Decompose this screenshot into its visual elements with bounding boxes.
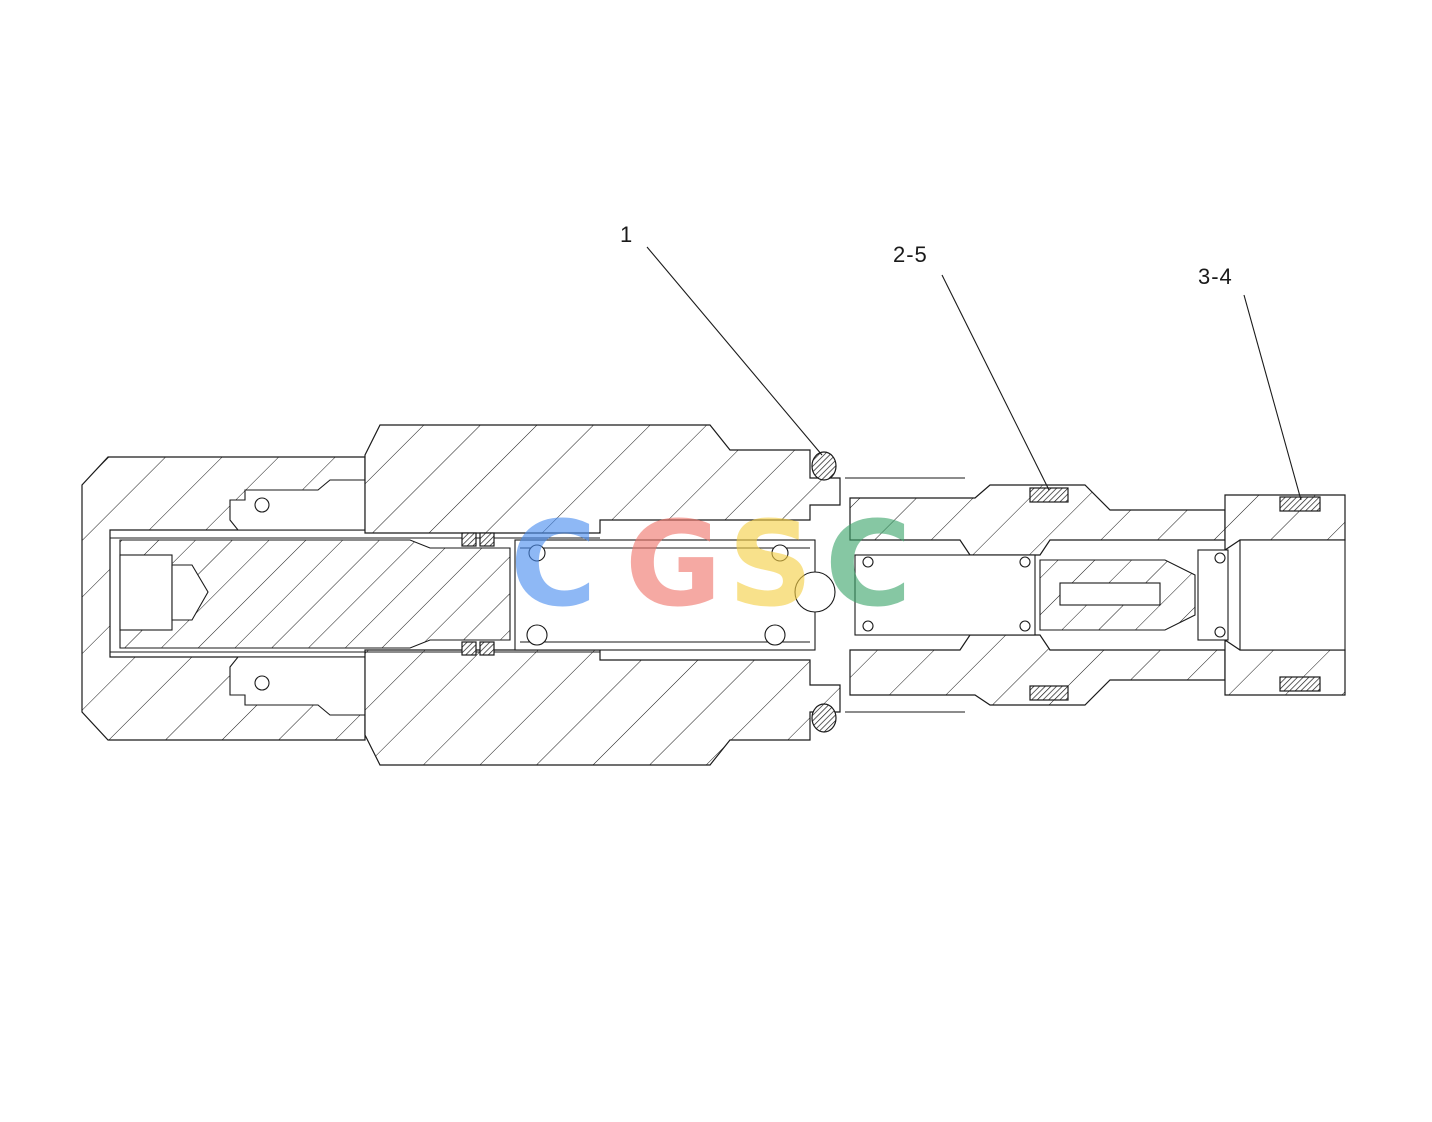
- seal-2-5: [1029, 487, 1069, 701]
- callout-label-3-4: 3-4: [1198, 264, 1233, 289]
- callout-label-1: 1: [620, 222, 633, 247]
- spring-chamber: [461, 532, 816, 656]
- valve-body: [364, 424, 841, 766]
- left-nut: [81, 456, 366, 741]
- leader-line-1: [646, 246, 823, 456]
- o-ring-seal-1: [811, 451, 837, 733]
- watermark-letter-2: G: [625, 495, 722, 633]
- watermark-letter-4: C: [825, 495, 912, 633]
- leader-lines: [646, 246, 1302, 501]
- leader-line-3-4: [1243, 294, 1302, 501]
- cartridge: [845, 477, 1346, 713]
- leader-line-2-5: [941, 274, 1050, 491]
- watermark-letter-3: S: [728, 495, 813, 633]
- watermark-logo: C G S C: [510, 495, 912, 633]
- callout-label-2-5: 2-5: [893, 242, 928, 267]
- check-ball: [794, 571, 836, 613]
- plunger: [110, 537, 600, 653]
- watermark-letter-1: C: [510, 495, 597, 633]
- seal-3-4: [1279, 496, 1321, 692]
